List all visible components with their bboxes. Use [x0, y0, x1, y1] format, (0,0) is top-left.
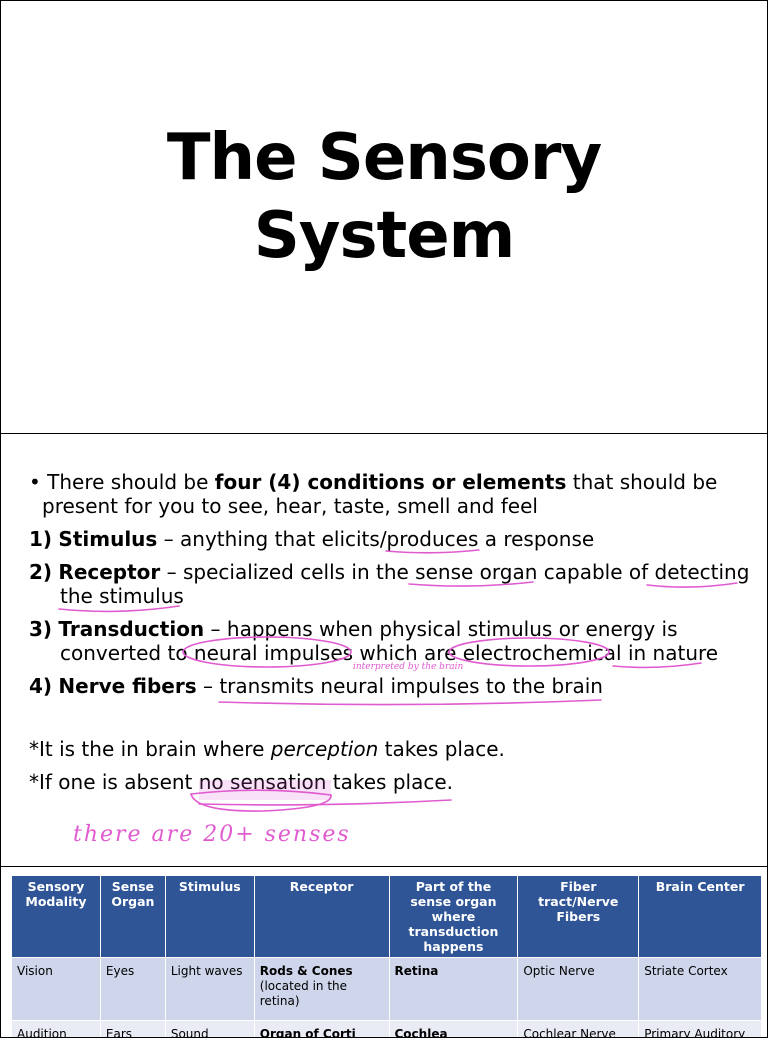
table-row: Vision Eyes Light waves Rods & Cones (lo…	[12, 958, 762, 1021]
col-header: Sensory Modality	[12, 876, 101, 958]
item-receptor: 2) Receptor – specialized cells in the s…	[29, 560, 749, 584]
note-absent: *If one is absent no sensation takes pla…	[29, 770, 453, 794]
cell-fiber: Cochlear Nerve	[518, 1021, 639, 1038]
receptor-name: Organ of Corti	[260, 1027, 384, 1038]
col-header: Stimulus	[165, 876, 254, 958]
cell-modality: Audition	[12, 1021, 101, 1038]
underline-transmits	[219, 700, 601, 705]
item-transduction: 3) Transduction – happens when physical …	[29, 617, 678, 641]
table-row: Audition Ears Sound waves Organ of Corti…	[12, 1021, 762, 1038]
slide-table: Sensory Modality Sense Organ Stimulus Re…	[0, 866, 768, 1038]
cell-center: Primary Auditory	[639, 1021, 762, 1038]
col-header: Receptor	[254, 876, 389, 958]
sensory-table: Sensory Modality Sense Organ Stimulus Re…	[11, 875, 762, 1038]
col-header: Fiber tract/Nerve Fibers	[518, 876, 639, 958]
title-line-2: System	[1, 197, 767, 275]
ink-senses-note: there are 20+ senses	[73, 822, 351, 847]
slide-title-heading: The Sensory System	[1, 119, 767, 275]
receptor-note: (located in the retina)	[260, 979, 384, 1009]
cell-fiber: Optic Nerve	[518, 958, 639, 1021]
col-header: Part of the sense organ where transducti…	[389, 876, 518, 958]
cell-receptor: Organ of Corti	[254, 1021, 389, 1038]
slide-title: The Sensory System	[0, 0, 768, 434]
cell-receptor: Rods & Cones (located in the retina)	[254, 958, 389, 1021]
cell-stimulus: Sound waves	[165, 1021, 254, 1038]
cell-center: Striate Cortex	[639, 958, 762, 1021]
underline-takes-place	[199, 800, 451, 805]
item-nerve-fibers: 4) Nerve fibers – transmits neural impul…	[29, 674, 603, 698]
cell-organ: Eyes	[100, 958, 165, 1021]
receptor-name: Rods & Cones	[260, 964, 384, 979]
intro-line: • There should be four (4) conditions or…	[29, 470, 717, 494]
cell-part: Retina	[389, 958, 518, 1021]
ink-interpreted-note: interpreted by the brain	[353, 662, 463, 672]
title-line-1: The Sensory	[1, 119, 767, 197]
intro-line-cont: present for you to see, hear, taste, sme…	[42, 494, 538, 518]
note-perception: *It is the in brain where perception tak…	[29, 737, 505, 761]
item-receptor-cont: the stimulus	[60, 584, 184, 608]
cell-part: Cochlea	[389, 1021, 518, 1038]
cell-organ: Ears	[100, 1021, 165, 1038]
col-header: Brain Center	[639, 876, 762, 958]
cell-modality: Vision	[12, 958, 101, 1021]
table-header-row: Sensory Modality Sense Organ Stimulus Re…	[12, 876, 762, 958]
slide-elements: • There should be four (4) conditions or…	[0, 433, 768, 867]
cell-stimulus: Light waves	[165, 958, 254, 1021]
col-header: Sense Organ	[100, 876, 165, 958]
bullet: •	[29, 470, 47, 494]
item-stimulus: 1) Stimulus – anything that elicits/prod…	[29, 527, 594, 551]
